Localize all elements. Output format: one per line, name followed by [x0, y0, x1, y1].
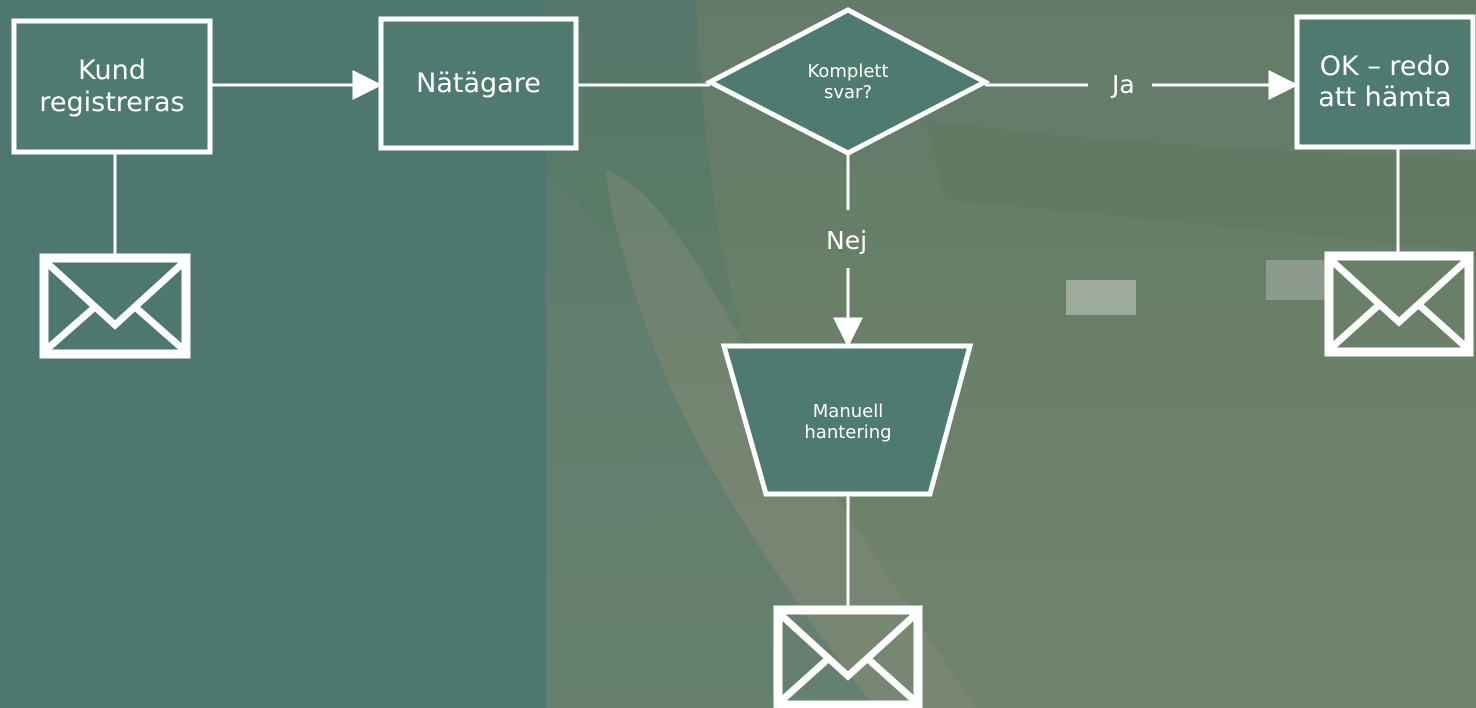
node-natagare [378, 16, 579, 151]
label-ok-redo: OK – redo att hämta [1318, 50, 1452, 113]
node-kund-registreras [11, 18, 213, 155]
mail-icon [1324, 251, 1474, 357]
node-ok-redo [1294, 14, 1476, 150]
label-kund-registreras: Kund registreras [39, 55, 185, 118]
mail-icon [773, 605, 923, 708]
label-natagare: Nätägare [416, 67, 541, 99]
label-komplett-svar: Komplett svar? [807, 61, 889, 103]
node-manuell-hantering [720, 343, 974, 497]
label-manuell-hantering: Manuell hantering [804, 401, 892, 443]
edge-label-ja: Ja [1112, 70, 1135, 99]
coast-photo-art [546, 0, 1476, 708]
node-komplett-svar-decision [704, 7, 991, 156]
mail-icon [39, 253, 191, 359]
edge-label-nej: Nej [826, 226, 868, 255]
